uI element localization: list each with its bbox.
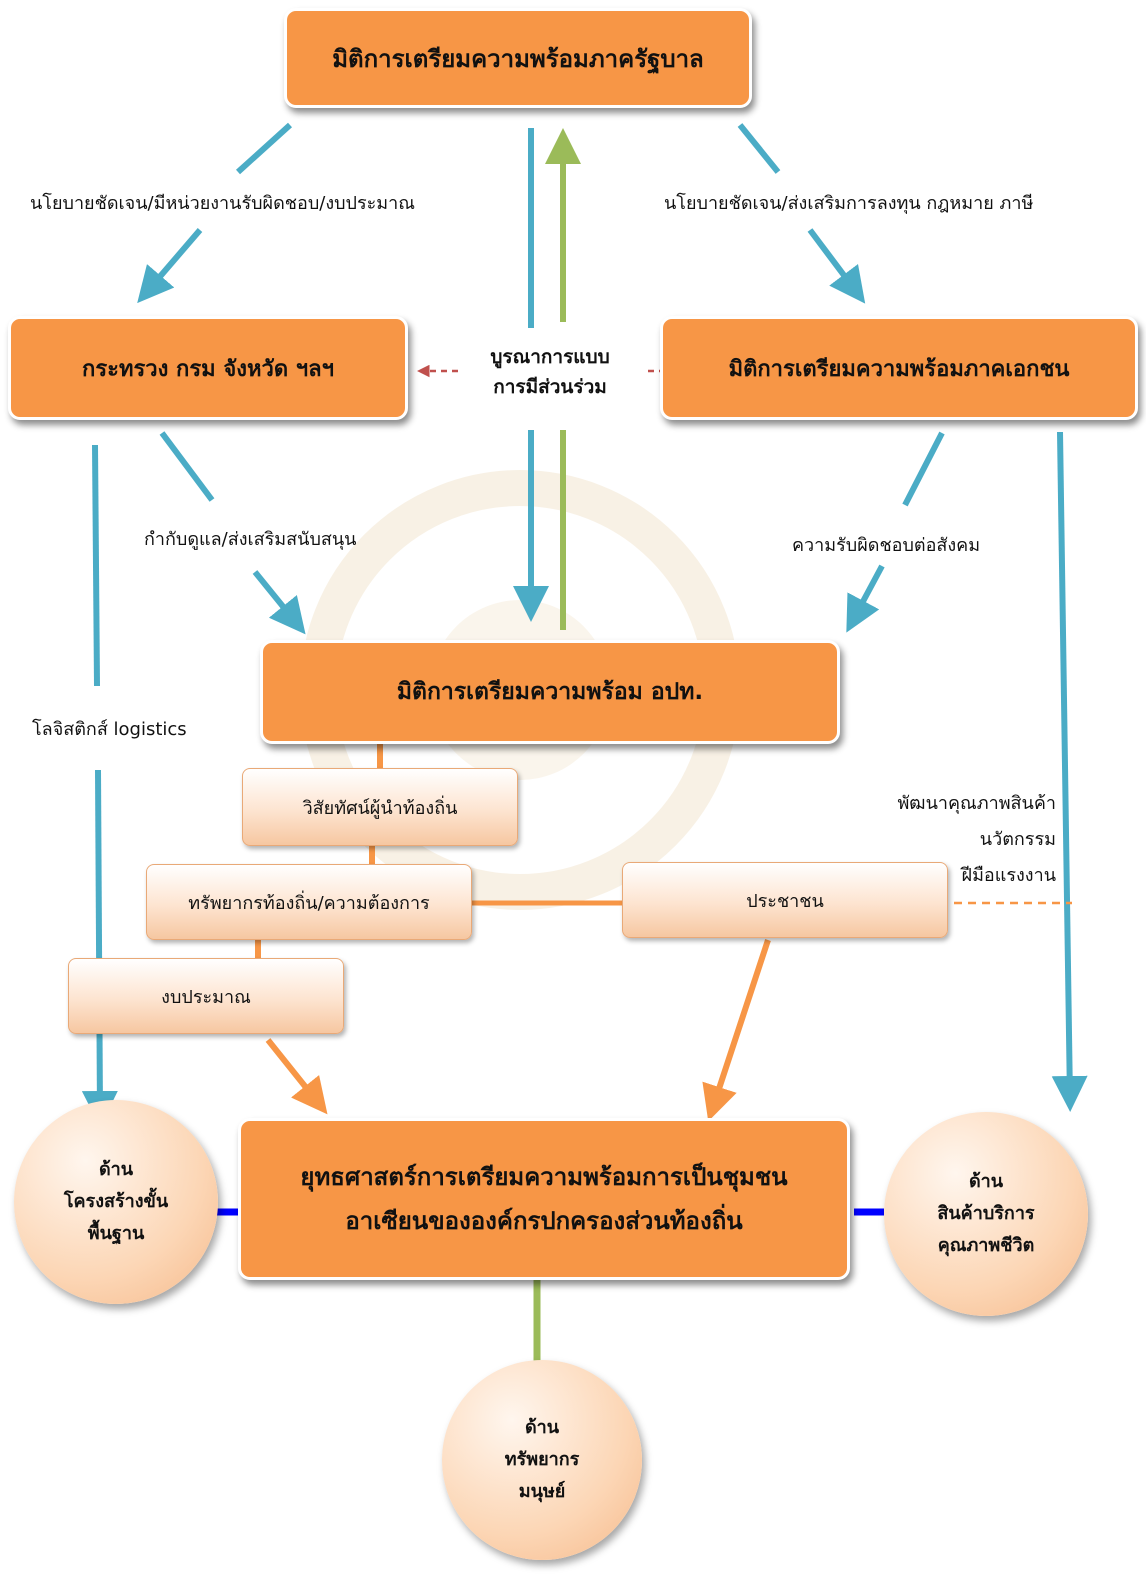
goods-line-3: คุณภาพชีวิต bbox=[937, 1235, 1035, 1256]
strategy-box: ยุทธศาสตร์การเตรียมความพร้อมการเป็นชุมชน… bbox=[238, 1118, 850, 1280]
arrow-private-local-lower bbox=[846, 564, 885, 633]
label-ministry-to-local: กำกับดูแล/ส่งเสริมสนับสนุน bbox=[144, 529, 357, 550]
arrow-gov-private-lower bbox=[807, 228, 866, 304]
label-private-to-local: ความรับผิดชอบต่อสังคม bbox=[792, 535, 981, 556]
ministry-title: กระทรวง กรม จังหวัด ฯลฯ bbox=[82, 356, 334, 382]
human-resources-circle: ด้าน ทรัพยากร มนุษย์ bbox=[442, 1360, 642, 1560]
label-logistics: โลจิสติกส์ logistics bbox=[32, 714, 187, 743]
vision-box: วิสัยทัศน์ผู้นำท้องถิ่น bbox=[242, 768, 518, 846]
infra-line-2: โครงสร้างขั้น bbox=[63, 1191, 169, 1212]
product-line-2: นวัตกรรม bbox=[979, 829, 1056, 850]
budget-box: งบประมาณ bbox=[68, 958, 344, 1034]
infra-line-1: ด้าน bbox=[98, 1159, 134, 1180]
ministry-box: กระทรวง กรม จังหวัด ฯลฯ bbox=[8, 316, 408, 420]
arrow-budget-strategy bbox=[265, 1038, 328, 1115]
arrow-people-strategy bbox=[702, 939, 771, 1122]
human-line-2: ทรัพยากร bbox=[504, 1449, 580, 1470]
private-title: มิติการเตรียมความพร้อมภาคเอกชน bbox=[728, 356, 1070, 382]
budget-text: งบประมาณ bbox=[161, 986, 251, 1008]
strategy-line-2: อาเซียนขององค์กรปกครองส่วนท้องถิ่น bbox=[345, 1207, 743, 1235]
product-line-1: พัฒนาคุณภาพสินค้า bbox=[897, 793, 1056, 814]
goods-line-1: ด้าน bbox=[968, 1171, 1004, 1192]
goods-line-2: สินค้าบริการ bbox=[937, 1203, 1035, 1224]
local-government-box: มิติการเตรียมความพร้อม อปท. bbox=[260, 640, 840, 744]
government-box: มิติการเตรียมความพร้อมภาครัฐบาล bbox=[284, 8, 752, 108]
arrow-logistics-lower bbox=[81, 769, 118, 1127]
label-gov-to-ministry: นโยบายชัดเจน/มีหน่วยงานรับผิดชอบ/งบประมา… bbox=[30, 193, 415, 214]
integration-line-1: บูรณาการแบบ bbox=[490, 346, 610, 368]
resources-box: ทรัพยากรท้องถิ่น/ความต้องการ bbox=[146, 864, 472, 940]
arrow-gov-private-upper bbox=[737, 123, 781, 174]
private-box: มิติการเตรียมความพร้อมภาคเอกชน bbox=[660, 316, 1138, 420]
strategy-line-1: ยุทธศาสตร์การเตรียมความพร้อมการเป็นชุมชน bbox=[300, 1163, 788, 1191]
label-gov-to-private: นโยบายชัดเจน/ส่งเสริมการลงทุน กฎหมาย ภาษ… bbox=[664, 193, 1034, 214]
arrow-ministry-local-lower bbox=[252, 570, 306, 635]
arrow-gov-ministry-lower bbox=[137, 228, 203, 304]
label-product-development: พัฒนาคุณภาพสินค้า นวัตกรรม ฝีมือแรงงาน bbox=[860, 786, 1056, 894]
integration-line-2: การมีส่วนร่วม bbox=[493, 376, 607, 398]
arrow-logistics-upper bbox=[92, 444, 100, 687]
arrow-ministry-local-upper bbox=[159, 431, 215, 502]
human-line-1: ด้าน bbox=[524, 1417, 560, 1438]
people-text: ประชาชน bbox=[746, 890, 824, 912]
integration-note: บูรณาการแบบ การมีส่วนร่วม bbox=[470, 342, 630, 402]
infrastructure-circle: ด้าน โครงสร้างขั้น พื้นฐาน bbox=[14, 1100, 218, 1304]
infra-line-3: พื้นฐาน bbox=[87, 1223, 145, 1244]
vision-text: วิสัยทัศน์ผู้นำท้องถิ่น bbox=[302, 797, 458, 819]
arrow-gov-ministry-upper bbox=[235, 122, 293, 175]
resources-text: ทรัพยากรท้องถิ่น/ความต้องการ bbox=[188, 892, 430, 914]
goods-services-circle: ด้าน สินค้าบริการ คุณภาพชีวิต bbox=[884, 1112, 1088, 1316]
government-title: มิติการเตรียมความพร้อมภาครัฐบาล bbox=[332, 44, 704, 73]
human-line-3: มนุษย์ bbox=[518, 1481, 566, 1502]
local-government-title: มิติการเตรียมความพร้อม อปท. bbox=[396, 679, 704, 705]
arrow-private-local-upper bbox=[902, 431, 945, 507]
people-box: ประชาชน bbox=[622, 862, 948, 938]
arrow-private-goods bbox=[1051, 431, 1088, 1112]
product-line-3: ฝีมือแรงงาน bbox=[961, 865, 1056, 886]
